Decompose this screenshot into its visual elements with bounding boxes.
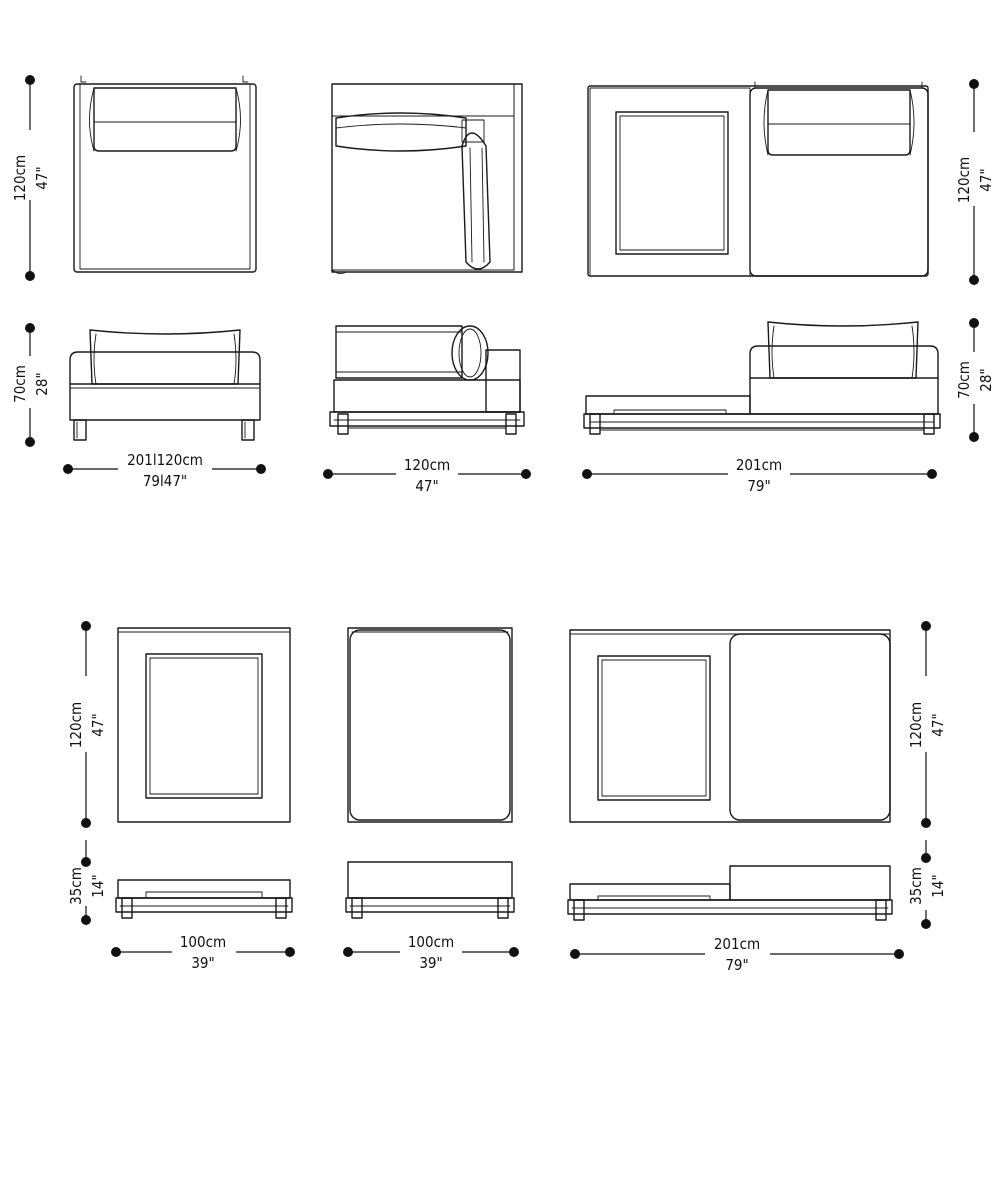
dim-r2-side-left: 35cm 14"	[67, 840, 107, 925]
dim-label-cm: 120cm	[907, 702, 925, 748]
dim-label-cm: 120cm	[67, 702, 85, 748]
dim-r2-width-2: 100cm 39"	[343, 933, 519, 972]
dim-label-cm: 201cm	[736, 456, 782, 474]
dim-r2-width-1: 100cm 39"	[111, 933, 295, 972]
module-2-plan-view	[331, 83, 523, 275]
dim-r2-plan-left: 120cm 47"	[67, 621, 107, 828]
dim-label-in: 47"	[929, 713, 947, 736]
dim-label-in: 39"	[191, 954, 214, 972]
module-1-plan-view	[73, 75, 257, 273]
dim-label-cm: 120cm	[404, 456, 450, 474]
dim-label-cm: 100cm	[180, 933, 226, 951]
dim-label-cm: 120cm	[955, 157, 973, 203]
module-5-plan-view	[347, 627, 513, 823]
dim-r1-plan-right: 120cm 47"	[955, 79, 995, 285]
dim-r1-side-left: 70cm 28"	[11, 323, 51, 447]
dim-label-in: 79"	[725, 956, 748, 974]
module-5-side-view	[345, 861, 515, 919]
dim-label-cm: 120cm	[11, 155, 29, 201]
module-2-side-view	[329, 325, 525, 435]
dim-label-cm: 70cm	[955, 361, 973, 399]
module-1-side-view	[69, 329, 261, 441]
dim-label-in: 28"	[977, 368, 995, 391]
dim-label-in: 14"	[929, 874, 947, 897]
dim-label-in: 47"	[977, 168, 995, 191]
dim-label-cm: 201l120cm	[127, 451, 203, 469]
module-4-plan-view	[117, 627, 291, 823]
dim-r1-width-1: 201l120cm 79l47"	[63, 451, 266, 490]
dim-label-in: 14"	[89, 874, 107, 897]
dim-r1-plan-left: 120cm 47"	[11, 75, 51, 281]
dim-label-in: 47"	[89, 713, 107, 736]
dim-label-in: 39"	[419, 954, 442, 972]
dim-label-cm: 201cm	[714, 935, 760, 953]
module-4-side-view	[115, 879, 293, 919]
module-6-side-view	[567, 865, 893, 921]
dim-label-in: 79"	[747, 477, 770, 495]
module-3-side-view	[583, 321, 941, 435]
dim-r1-width-3: 201cm 79"	[582, 456, 937, 495]
dim-r2-width-3: 201cm 79"	[570, 935, 904, 974]
module-6-plan-view	[569, 629, 891, 823]
dim-label-in: 28"	[33, 372, 51, 395]
dim-r1-width-2: 120cm 47"	[323, 456, 531, 495]
dim-r2-side-right: 35cm 14"	[907, 840, 947, 929]
dim-r2-plan-right: 120cm 47"	[907, 621, 947, 828]
dim-label-cm: 70cm	[11, 365, 29, 403]
dim-label-cm: 100cm	[408, 933, 454, 951]
dim-label-in: 47"	[33, 166, 51, 189]
dim-label-in: 79l47"	[143, 472, 187, 490]
dim-r1-side-right: 70cm 28"	[955, 318, 995, 442]
module-3-plan-view	[587, 81, 929, 277]
dim-label-in: 47"	[415, 477, 438, 495]
dim-label-cm: 35cm	[67, 867, 85, 905]
dim-label-cm: 35cm	[907, 867, 925, 905]
